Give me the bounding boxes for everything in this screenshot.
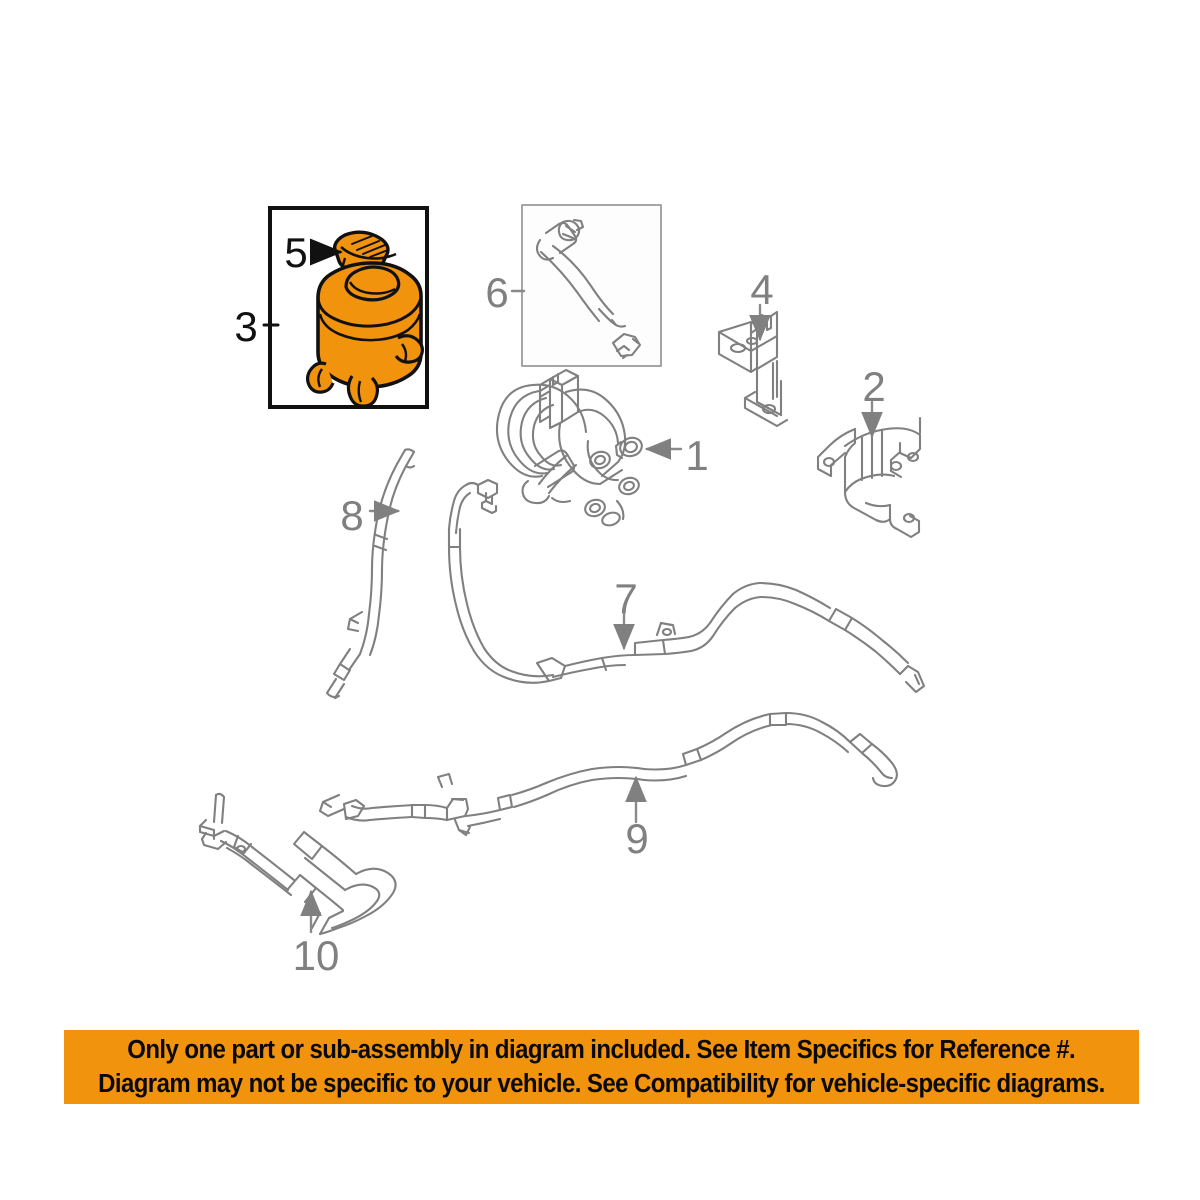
callout-label-4: 4	[750, 266, 773, 313]
part-1-power-steering-pump	[495, 368, 643, 527]
callout-label-7: 7	[614, 575, 637, 622]
part-7-pressure-hose	[447, 478, 926, 694]
part-9-return-line	[318, 711, 898, 837]
part-2-mounting-bracket	[816, 416, 922, 539]
power-steering-fluid-reservoir	[305, 261, 424, 408]
callout-label-3: 3	[234, 303, 257, 350]
notice-line-2: Diagram may not be specific to your vehi…	[98, 1070, 1105, 1098]
notice-line-1: Only one part or sub-assembly in diagram…	[127, 1036, 1076, 1064]
callout-label-9: 9	[625, 815, 648, 862]
callout-numbers: 1 2 3 4 5 6 7 8 9 10	[234, 229, 885, 979]
part-3-reservoir-assembly	[268, 206, 429, 409]
callout-label-8: 8	[340, 492, 363, 539]
part-6-return-hose	[521, 204, 662, 367]
callout-label-1: 1	[685, 432, 708, 479]
callout-label-10: 10	[293, 932, 340, 979]
callout-label-5: 5	[284, 229, 307, 276]
part-4-support-bracket	[717, 310, 789, 428]
part-8-suction-hose	[325, 448, 416, 700]
callout-label-2: 2	[862, 363, 885, 410]
notice-banner: Only one part or sub-assembly in diagram…	[64, 1030, 1139, 1104]
part-10-cooler-line	[198, 792, 397, 936]
callout-leaders	[262, 238, 883, 934]
diagram-line-art	[198, 204, 926, 936]
callout-label-6: 6	[485, 269, 508, 316]
